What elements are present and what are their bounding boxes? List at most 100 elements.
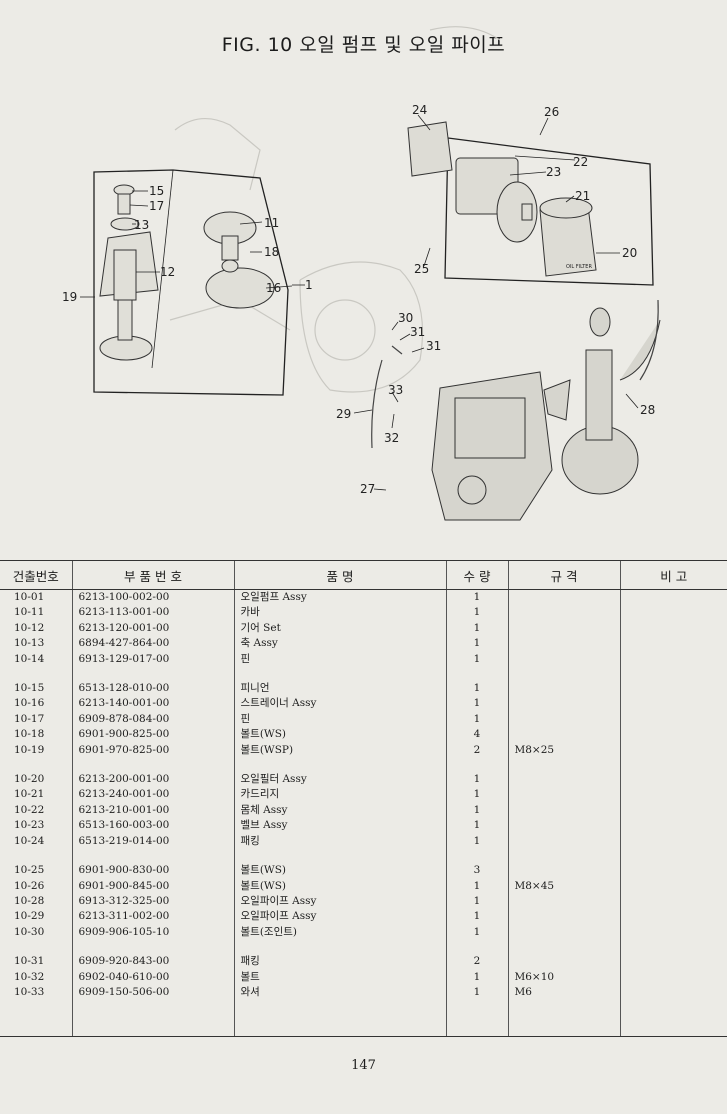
remarks (619, 909, 727, 925)
row-index: 10-33 (14, 985, 45, 998)
part-name: 몸체 Assy (233, 802, 446, 819)
callout-31-lower: 31 (426, 339, 441, 353)
specification (507, 954, 620, 970)
callout-13: 13 (134, 218, 149, 232)
engine-assembly: 30 31 31 33 29 32 28 27 (336, 299, 661, 521)
column-header-quantity: 수 량 (445, 560, 508, 590)
callout-16: 16 (266, 281, 281, 295)
specification: M8×25 (507, 742, 620, 759)
part-number: 6909-878-084-00 (71, 711, 234, 728)
row-index: 10-24 (14, 834, 45, 847)
part-number: 6901-900-825-00 (71, 727, 234, 743)
part-name: 피니언 (233, 681, 446, 697)
remarks (619, 833, 727, 850)
quantity: 4 (445, 727, 508, 743)
row-index: 10-30 (14, 925, 45, 938)
part-number: 6513-128-010-00 (71, 681, 234, 697)
specification (507, 727, 620, 743)
row-index: 10-28 (14, 894, 45, 907)
column-header-index: 건출번호 (0, 560, 72, 590)
specification: M6 (507, 984, 620, 1001)
table-header-row: 건출번호 부 품 번 호 품 명 수 량 규 격 비 고 (0, 560, 727, 590)
callout-26: 26 (544, 105, 559, 119)
remarks (619, 878, 727, 894)
specification (507, 605, 620, 621)
part-name: 핀 (233, 651, 446, 668)
row-index: 10-13 (14, 637, 45, 650)
part-name: 볼트 (233, 969, 446, 985)
callout-25: 25 (414, 262, 429, 276)
specification (507, 711, 620, 728)
remarks (619, 589, 727, 606)
remarks (619, 681, 727, 697)
part-name: 핀 (233, 711, 446, 728)
ghost-engine-outline (169, 26, 501, 393)
row-index: 10-23 (14, 819, 45, 832)
part-number: 6909-920-843-00 (71, 954, 234, 970)
part-number: 6913-129-017-00 (71, 651, 234, 668)
row-index: 10-32 (14, 970, 45, 983)
part-number: 6909-150-506-00 (71, 984, 234, 1001)
part-number: 6894-427-864-00 (71, 636, 234, 652)
part-name: 벨브 Assy (233, 818, 446, 834)
group-spacer-row (0, 940, 727, 955)
specification (507, 681, 620, 697)
part-number: 6213-200-001-00 (71, 772, 234, 788)
quantity: 1 (445, 909, 508, 925)
table-bottom-spacer (0, 1000, 727, 1038)
group-spacer-row (0, 667, 727, 682)
quantity: 1 (445, 605, 508, 621)
specification (507, 651, 620, 668)
exploded-parts-diagram: 15 17 13 11 18 12 16 1 19 24 26 (62, 26, 661, 521)
part-name: 스트레이너 Assy (233, 696, 446, 712)
specification (507, 893, 620, 910)
remarks (619, 696, 727, 712)
quantity: 1 (445, 772, 508, 788)
callout-22: 22 (573, 155, 588, 169)
quantity: 1 (445, 893, 508, 910)
part-name: 볼트(조인트) (233, 924, 446, 941)
remarks (619, 954, 727, 970)
row-index: 10-29 (14, 910, 45, 923)
part-number: 6901-900-845-00 (71, 878, 234, 894)
remarks (619, 620, 727, 637)
part-name: 카드리지 (233, 787, 446, 803)
specification (507, 802, 620, 819)
row-index: 10-12 (14, 621, 45, 634)
quantity: 1 (445, 984, 508, 1001)
specification: M8×45 (507, 878, 620, 894)
part-name: 볼트(WS) (233, 863, 446, 879)
row-index: 10-21 (14, 788, 45, 801)
quantity: 1 (445, 802, 508, 819)
remarks (619, 924, 727, 941)
part-number: 6213-140-001-00 (71, 696, 234, 712)
specification (507, 909, 620, 925)
remarks (619, 636, 727, 652)
row-index: 10-19 (14, 743, 45, 756)
part-number: 6213-113-001-00 (71, 605, 234, 621)
page-title: FIG. 10 오일 펌프 및 오일 파이프 (221, 34, 506, 56)
remarks (619, 711, 727, 728)
group-spacer-row (0, 758, 727, 773)
column-header-part-number: 부 품 번 호 (71, 560, 234, 590)
part-number: 6213-240-001-00 (71, 787, 234, 803)
specification (507, 636, 620, 652)
callout-18: 18 (264, 245, 279, 259)
quantity: 2 (445, 742, 508, 759)
specification: M6×10 (507, 969, 620, 985)
specification (507, 620, 620, 637)
quantity: 3 (445, 863, 508, 879)
column-header-specification: 규 격 (507, 560, 620, 590)
